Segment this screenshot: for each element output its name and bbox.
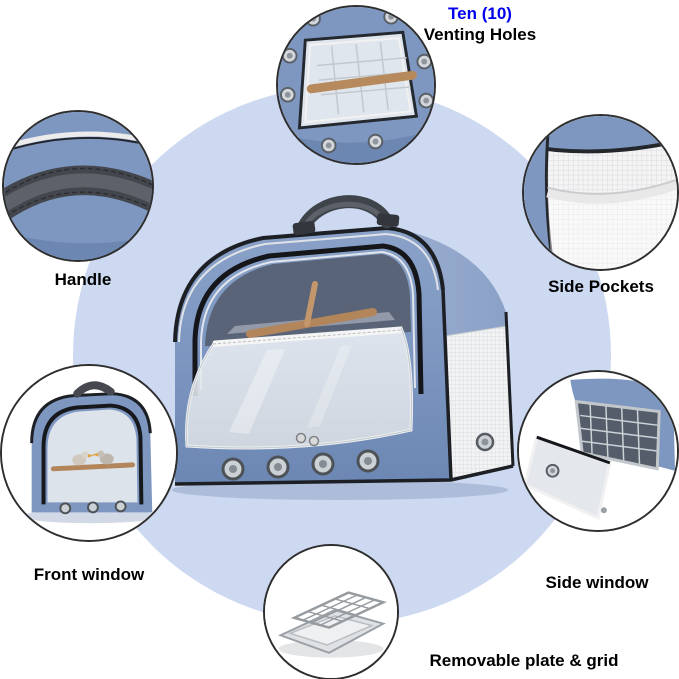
- venting-holes-count: Ten (10): [448, 4, 512, 23]
- callout-side-window: [517, 370, 679, 532]
- vent-grommets: [59, 500, 127, 515]
- venting-holes-text: Venting Holes: [423, 25, 537, 44]
- front-opening-zipper: [192, 243, 424, 396]
- side-window-photo: [519, 372, 677, 530]
- removable-plate-label: Removable plate & grid: [429, 651, 619, 670]
- wooden-perch: [306, 70, 417, 94]
- carrier-side-mesh: [444, 325, 514, 481]
- callout-removable-plate: [263, 544, 399, 679]
- carrier-interior: [205, 254, 411, 346]
- front-window-photo: [2, 366, 176, 540]
- side-window-label: Side window: [545, 573, 649, 592]
- handle-photo: [4, 112, 152, 260]
- wooden-perch: [50, 462, 135, 472]
- handle-label: Handle: [54, 270, 112, 289]
- carrier-illustration: [172, 195, 515, 500]
- front-window-label: Front window: [33, 565, 145, 584]
- zipper-pull: [295, 432, 307, 444]
- carrier-handle: [292, 195, 400, 236]
- vent-grommets: [221, 449, 380, 481]
- carrier-product-image: [155, 184, 525, 504]
- callout-side-pockets: [522, 114, 679, 271]
- zipper-pull: [600, 507, 607, 514]
- carrier-shadow: [172, 480, 508, 500]
- callout-front-window: [0, 364, 178, 542]
- venting-holes-label: Ten (10) Venting Holes: [402, 3, 558, 45]
- wooden-perch: [246, 308, 377, 338]
- callout-venting-holes: [276, 5, 436, 165]
- side-pocket-photo: [524, 116, 677, 269]
- callout-handle: [2, 110, 154, 262]
- plate-grid-photo: [265, 546, 397, 678]
- zipper-pull: [308, 435, 320, 447]
- bird: [91, 450, 114, 465]
- bird: [72, 451, 94, 466]
- side-pockets-label: Side Pockets: [548, 277, 654, 296]
- wire-grid: [290, 591, 387, 629]
